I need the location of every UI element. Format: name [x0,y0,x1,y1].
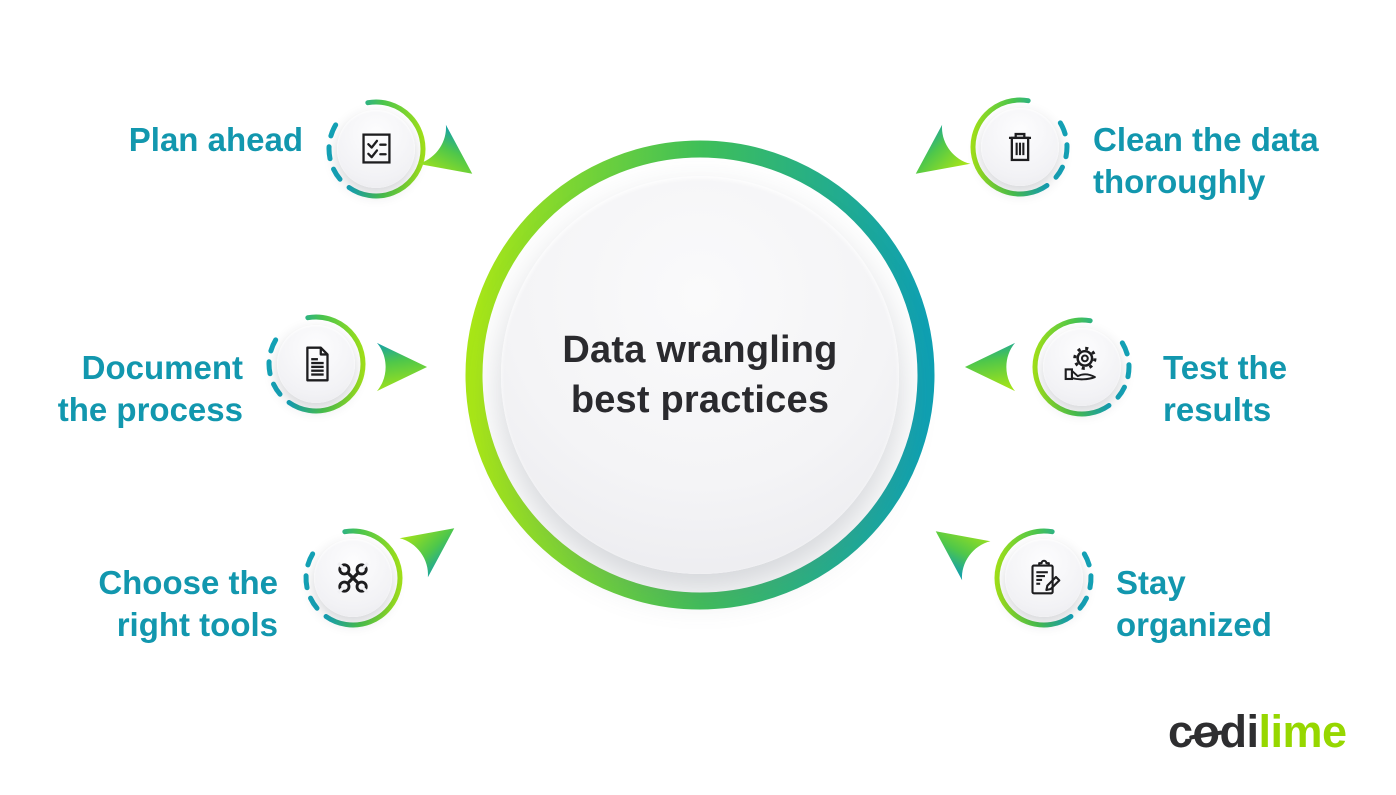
badge-disc [337,110,415,188]
badge-test-the-results [1030,315,1134,419]
label-line: Clean the data [1093,121,1319,158]
arrow-stay-organized [918,509,994,584]
label-line: Document [81,349,243,386]
badge-disc [277,325,355,403]
badge-disc [1043,328,1121,406]
label-line: organized [1116,606,1272,644]
label-clean-the-data-thoroughly: Clean the data thoroughly [1093,119,1353,203]
label-line: right tools [116,606,278,644]
badge-stay-organized [992,526,1096,630]
central-circle: Data wrangling best practices [465,140,935,610]
label-plan-ahead: Plan ahead [58,119,303,161]
label-line: the process [57,391,243,429]
arrow-plan-ahead [414,122,490,197]
page-title-line2: best practices [570,379,830,421]
badge-disc [1005,539,1083,617]
badge-arcs [1032,317,1132,417]
wrenches-icon [330,555,376,601]
gear-hand-icon [1059,344,1105,390]
badge-choose-the-right-tools [301,526,405,630]
label-line: Choose the [98,564,278,601]
badge-arcs [266,314,366,414]
clipboard-pencil-icon [1021,555,1067,601]
badge-disc [314,539,392,617]
document-icon [293,341,339,387]
logo-part-lime: lime [1258,706,1348,757]
gradient-ring [465,140,935,610]
badge-clean-the-data-thoroughly [968,95,1072,199]
label-stay-organized: Stay organized [1116,562,1356,646]
arrow-test-the-results [962,341,1018,393]
badge-plan-ahead [324,97,428,201]
label-line: Stay [1116,564,1186,601]
label-line: Test the [1163,349,1288,386]
label-line: results [1163,391,1272,429]
trash-icon [997,124,1043,170]
label-document-the-process: Document the process [20,347,243,431]
checklist-icon [353,126,399,172]
badge-arcs [326,99,426,199]
label-test-the-results: Test the results [1163,347,1383,431]
badge-arcs [994,528,1094,628]
badge-arcs [970,97,1070,197]
central-disc [501,176,899,574]
page-title-line1: Data wrangling [562,328,838,371]
badge-arcs [303,528,403,628]
label-choose-the-right-tools: Choose the right tools [55,562,278,646]
badge-document-the-process [264,312,368,416]
logo-part-c: c [1168,706,1193,757]
arrow-document-the-process [374,341,430,393]
label-line: Plan ahead [128,121,303,158]
badge-disc [981,108,1059,186]
arrow-clean-the-data-thoroughly [898,122,974,197]
arrow-choose-the-right-tools [396,506,472,581]
page-title: Data wrangling best practices [465,140,935,610]
logo-part-di: di [1219,706,1260,757]
label-line: thoroughly [1093,163,1266,201]
logo-slashed-o: o [1188,706,1224,758]
